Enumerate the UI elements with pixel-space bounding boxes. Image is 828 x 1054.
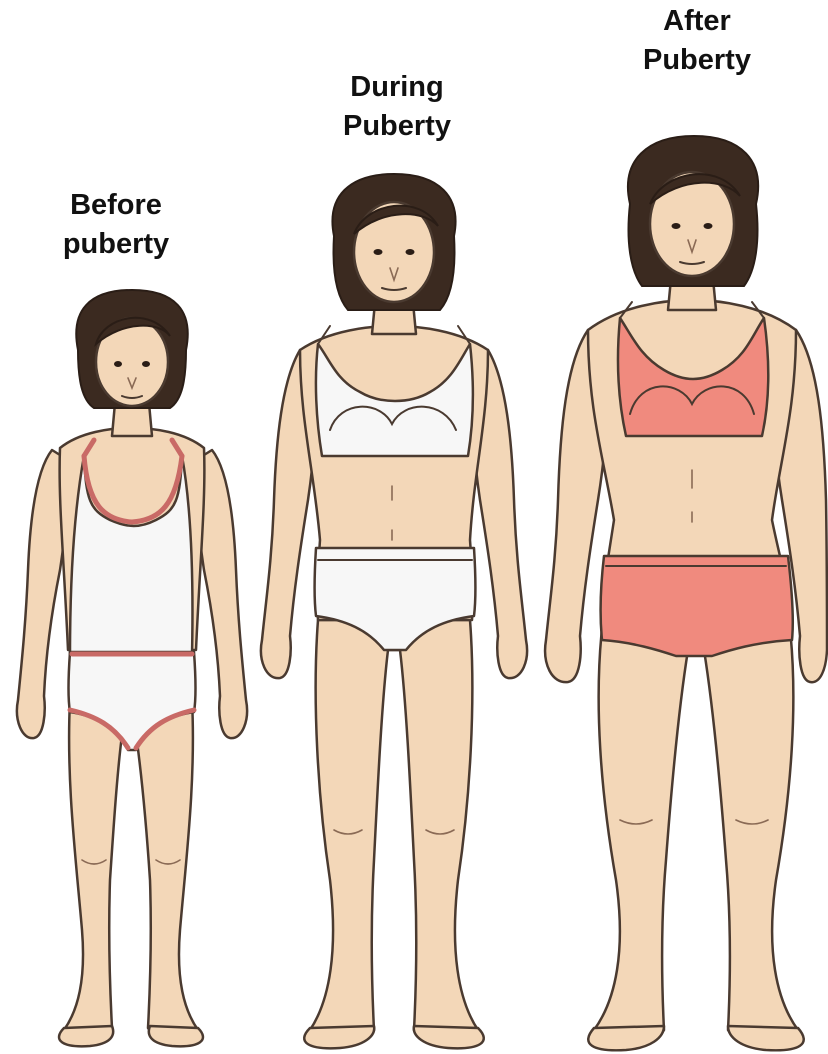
right-eye (406, 249, 415, 255)
left-foot (588, 1026, 664, 1050)
right-foot (728, 1026, 804, 1050)
figure-after-puberty (545, 136, 827, 1050)
underpants (601, 556, 793, 656)
right-foot (414, 1026, 484, 1048)
figure-during-puberty (261, 174, 527, 1048)
left-foot (304, 1026, 374, 1048)
right-foot (149, 1026, 203, 1046)
left-eye (114, 361, 122, 367)
left-foot (59, 1026, 113, 1046)
left-eye (374, 249, 383, 255)
figure-before-puberty (17, 290, 247, 1046)
right-eye (142, 361, 150, 367)
right-eye (704, 223, 713, 229)
legs (594, 612, 798, 1042)
left-eye (672, 223, 681, 229)
